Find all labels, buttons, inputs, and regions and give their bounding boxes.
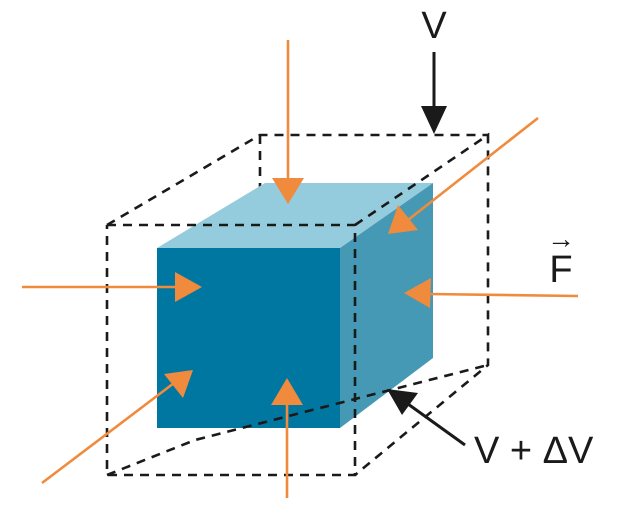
compressed-cube — [157, 183, 433, 428]
cube-side-face — [340, 183, 433, 428]
orange-arrow-icon — [271, 378, 303, 405]
final-volume-label: V + ΔV — [474, 430, 594, 472]
orange-arrow-icon — [388, 205, 418, 234]
orange-arrow-icon — [175, 272, 202, 302]
force-arrow-front-left — [41, 370, 193, 485]
initial-volume-pointer — [421, 52, 447, 134]
original-volume-hidden-edges — [106, 133, 488, 230]
black-arrow-icon — [421, 106, 447, 134]
force-arrow-back-right — [388, 116, 539, 234]
final-volume-pointer — [387, 389, 466, 447]
force-arrow-left — [22, 272, 202, 302]
force-label: F — [549, 249, 572, 291]
force-arrow-bottom — [271, 378, 303, 498]
initial-volume-label: V — [421, 5, 447, 47]
orange-arrow-icon — [404, 278, 431, 308]
cube-top-face — [157, 183, 433, 248]
force-arrows — [22, 40, 579, 498]
orange-arrow-icon — [164, 370, 193, 398]
cube-front-face — [157, 248, 340, 428]
black-arrow-icon — [387, 389, 418, 415]
force-vector-mark: → — [547, 223, 575, 254]
force-arrow-top — [272, 40, 304, 204]
force-arrow-right — [404, 278, 579, 308]
orange-arrow-icon — [272, 178, 304, 204]
